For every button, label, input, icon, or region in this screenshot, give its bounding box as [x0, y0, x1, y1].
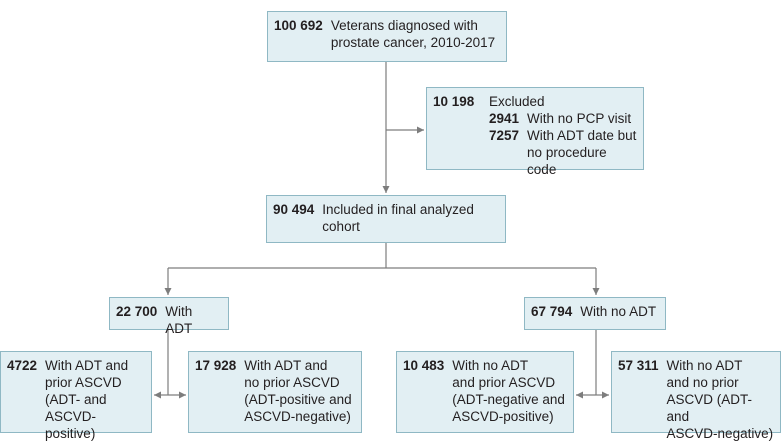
excluded-reason-text: With no PCP visit [527, 111, 632, 126]
box-noadt-ascvd-negative: 57 311 With no ADT and no prior ASCVD (A… [611, 351, 781, 441]
excluded-text: Excluded [489, 94, 545, 109]
included-number: 90 494 [273, 202, 315, 217]
excluded-reason-number: 7257 [489, 128, 520, 143]
box-with-no-adt: 67 794 With no ADT [524, 297, 666, 330]
no-adt-number: 67 794 [531, 304, 573, 319]
included-text: Included in final analyzed cohort [322, 202, 474, 234]
total-number: 100 692 [274, 18, 323, 33]
noadt-no-ascvd-number: 57 311 [618, 358, 659, 373]
noadt-ascvd-number: 10 483 [403, 358, 445, 373]
adt-text: With ADT [165, 304, 193, 336]
adt-ascvd-text: With ADT and prior ASCVD (ADT- and ASCVD… [45, 358, 129, 441]
adt-number: 22 700 [116, 304, 158, 319]
excluded-number: 10 198 [433, 94, 475, 109]
noadt-ascvd-text: With no ADT and prior ASCVD (ADT-negativ… [452, 358, 565, 424]
adt-no-ascvd-text: With ADT and no prior ASCVD (ADT-positiv… [244, 358, 352, 424]
excluded-reason-number: 2941 [489, 111, 520, 126]
box-included-cohort: 90 494 Included in final analyzed cohort [266, 195, 506, 243]
box-noadt-ascvd-positive: 10 483 With no ADT and prior ASCVD (ADT-… [396, 351, 574, 433]
total-text: Veterans diagnosed with prostate cancer,… [330, 18, 496, 50]
box-adt-ascvd-positive: 4722 With ADT and prior ASCVD (ADT- and … [0, 351, 152, 441]
noadt-no-ascvd-text: With no ADT and no prior ASCVD (ADT- and… [666, 358, 774, 441]
box-total-veterans: 100 692 Veterans diagnosed with prostate… [267, 11, 507, 62]
box-excluded: 10 198 Excluded 2941 With no PCP visit 7… [426, 87, 644, 177]
no-adt-text: With no ADT [580, 304, 657, 319]
box-with-adt: 22 700 With ADT [109, 297, 229, 336]
adt-no-ascvd-number: 17 928 [195, 358, 237, 373]
box-adt-ascvd-negative: 17 928 With ADT and no prior ASCVD (ADT-… [188, 351, 362, 433]
excluded-reason-text: With ADT date but no procedure code [527, 128, 637, 177]
adt-ascvd-number: 4722 [7, 358, 38, 373]
